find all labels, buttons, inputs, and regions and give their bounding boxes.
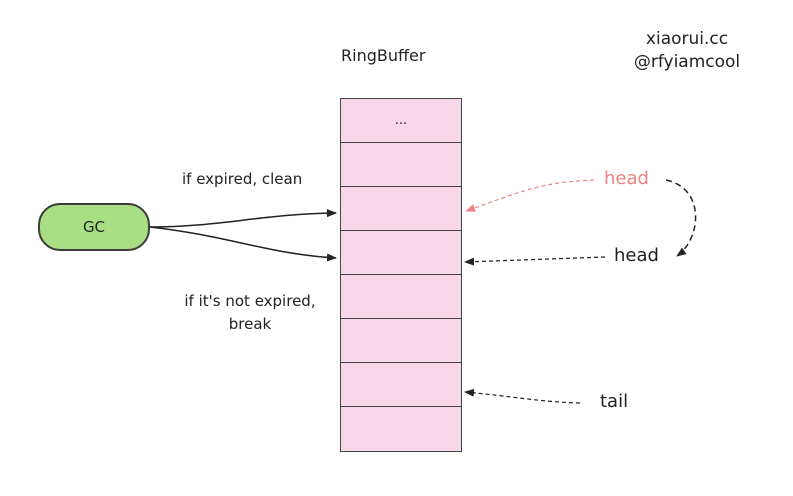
buffer-cell — [340, 230, 462, 274]
old-head-arrow — [465, 179, 595, 212]
buffer-cell — [340, 406, 462, 452]
tail-pointer-label: tail — [600, 391, 629, 412]
buffer-cell — [340, 186, 462, 230]
watermark-site: xiaorui.cc — [645, 29, 729, 49]
new-head-arrow — [464, 256, 606, 266]
buffer-cell — [340, 362, 462, 406]
gc-to-not-expired-arrow — [149, 226, 337, 262]
buffer-cell — [340, 142, 462, 186]
diagram-title: RingBuffer — [341, 46, 426, 65]
head-advance-arrow — [665, 179, 697, 257]
watermark-handle: @rfyiamcool — [633, 52, 741, 72]
watermark: xiaorui.cc @rfyiamcool — [612, 28, 762, 74]
not-expired-line: if it's not expired, — [184, 292, 316, 310]
gc-node: GC — [38, 203, 150, 251]
break-line: break — [228, 315, 272, 333]
gc-to-expired-arrow — [149, 209, 337, 228]
tail-arrow — [464, 388, 581, 404]
buffer-cell: ... — [340, 98, 462, 142]
expired-clean-label: if expired, clean — [182, 170, 303, 188]
not-expired-break-label: if it's not expired, break — [160, 290, 340, 336]
buffer-cell — [340, 318, 462, 362]
ring-buffer: ... — [340, 98, 462, 452]
new-head-pointer-label: head — [614, 245, 659, 266]
old-head-pointer-label: head — [604, 168, 649, 189]
buffer-cell — [340, 274, 462, 318]
